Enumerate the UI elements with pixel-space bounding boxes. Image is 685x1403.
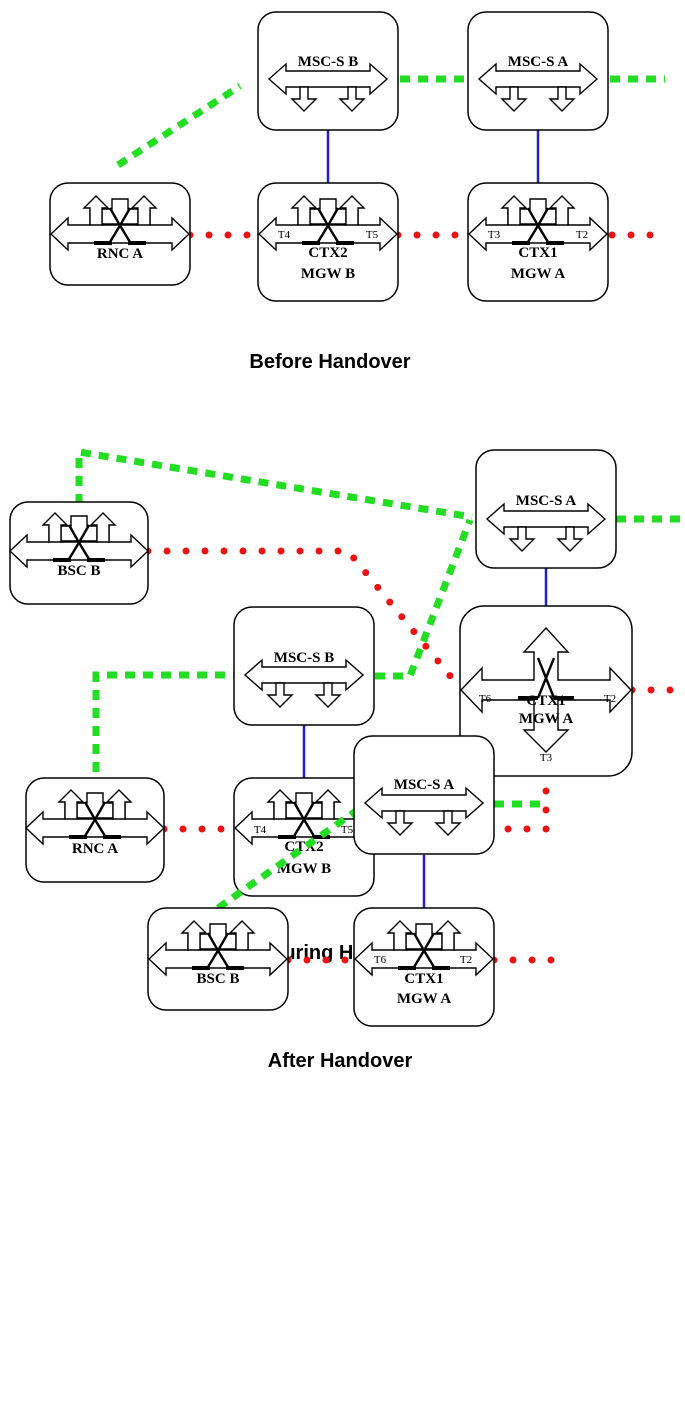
ctx2-label: CTX2: [284, 839, 323, 855]
rnc-a-label: RNC A: [72, 841, 118, 857]
mgw-a-node: T6 T2 T3 CTX1 MGW A: [459, 605, 633, 777]
rnc-a-node: RNC A: [49, 182, 191, 286]
mgw-b-label: MGW B: [277, 861, 331, 877]
term-t4-label: T4: [254, 824, 267, 836]
msc-s-b-node: MSC-S B: [257, 11, 399, 131]
ctx1-label: CTX1: [518, 245, 557, 261]
term-t6-label: T6: [479, 693, 492, 705]
term-t6-label: T6: [374, 954, 387, 966]
rnc-a-label: RNC A: [97, 246, 143, 262]
msc-s-a-node: MSC-S A: [475, 449, 617, 569]
caption-after-handover: After Handover: [268, 1050, 413, 1072]
mgw-a-label: MGW A: [511, 266, 565, 282]
mgw-a-label: MGW A: [519, 711, 573, 727]
bsc-b-node: BSC B: [8, 501, 150, 605]
after-handover-panel: MSC-S A BSC B T6 T2 CTX1 MGW A After Han…: [147, 735, 556, 1072]
msc-s-a-node: MSC-S A: [353, 735, 495, 855]
before-handover-panel: MSC-S B MSC-S A RNC A T4 T5 CTX2 MGW B T…: [49, 11, 665, 373]
term-t3-label: T3: [540, 752, 553, 764]
signalling-rnc-a-msc-s-b: [116, 83, 242, 168]
mgw-b-node: T4 T5 CTX2 MGW B: [233, 777, 375, 897]
msc-s-a-node: MSC-S A: [467, 11, 609, 131]
term-t2-label: T2: [460, 954, 472, 966]
msc-s-a-label: MSC-S A: [516, 493, 577, 509]
mgw-a-node: T6 T2 CTX1 MGW A: [353, 907, 495, 1027]
ctx1-label: CTX1: [526, 693, 565, 709]
msc-s-b-label: MSC-S B: [298, 54, 358, 70]
bsc-b-label: BSC B: [58, 563, 101, 579]
term-t2-label: T2: [576, 229, 588, 241]
msc-s-b-node: MSC-S B: [233, 606, 375, 726]
msc-s-a-label: MSC-S A: [394, 777, 455, 793]
during-handover-panel: BSC B MSC-S A MSC-S B T6 T2 T3 CTX1 MGW …: [8, 447, 685, 964]
mgw-b-node: T4 T5 CTX2 MGW B: [257, 182, 399, 302]
term-t4-label: T4: [278, 229, 291, 241]
mgw-b-label: MGW B: [301, 266, 355, 282]
ctx2-label: CTX2: [308, 245, 347, 261]
term-t2-label: T2: [604, 693, 616, 705]
msc-s-b-label: MSC-S B: [274, 650, 334, 666]
mgw-a-label: MGW A: [397, 991, 451, 1007]
ctx1-label: CTX1: [404, 971, 443, 987]
caption-before-handover: Before Handover: [249, 351, 410, 373]
bsc-b-label: BSC B: [197, 971, 240, 987]
term-t5-label: T5: [341, 824, 354, 836]
rnc-a-node: RNC A: [24, 777, 166, 883]
signalling-msc-s-b-msc-s-a: [375, 518, 474, 680]
bsc-b-node: BSC B: [147, 907, 289, 1011]
msc-s-a-label: MSC-S A: [508, 54, 569, 70]
term-t3-label: T3: [488, 229, 501, 241]
signalling-rnc-a-msc-s-b: [92, 671, 234, 772]
mgw-a-node: T3 T2 CTX1 MGW A: [467, 182, 609, 302]
term-t5-label: T5: [366, 229, 379, 241]
